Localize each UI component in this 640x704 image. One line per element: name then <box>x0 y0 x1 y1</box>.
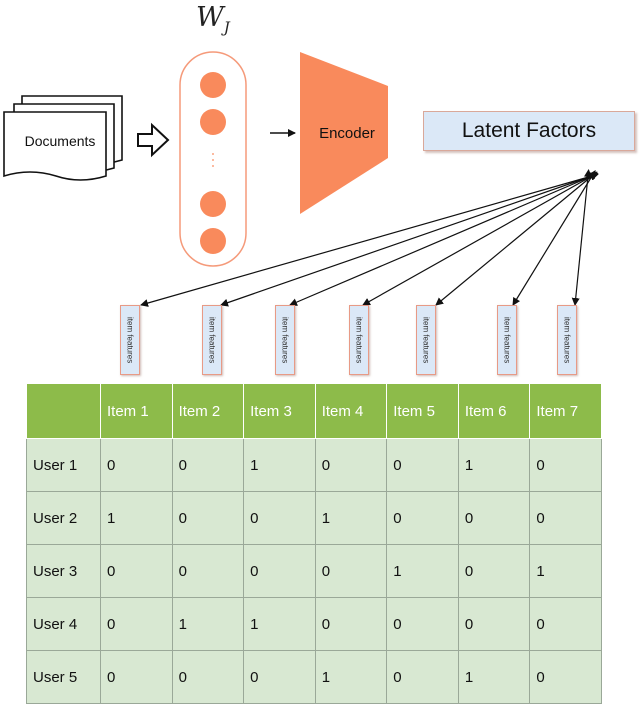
table-row: User 5 0 0 0 1 0 1 0 <box>26 650 602 704</box>
table-row: User 1 0 0 1 0 0 1 0 <box>26 438 602 492</box>
item-feature-box-3: item features <box>275 305 295 375</box>
row-header: User 3 <box>26 544 101 598</box>
matrix-cell: 1 <box>529 544 602 598</box>
corner-cell <box>26 383 101 439</box>
row-header: User 4 <box>26 597 101 651</box>
matrix-cell: 0 <box>171 438 245 492</box>
matrix-cell: 1 <box>171 597 245 651</box>
matrix-cell: 0 <box>457 491 531 545</box>
item-feature-box-2: item features <box>202 305 222 375</box>
column-header: Item 2 <box>171 383 245 439</box>
matrix-cell: 0 <box>386 491 459 545</box>
item-feature-box-1: item features <box>120 305 140 375</box>
column-header: Item 6 <box>457 383 531 439</box>
item-feature-box-4: item features <box>349 305 369 375</box>
matrix-cell: 0 <box>100 650 173 704</box>
item-feature-label: item features <box>354 316 364 364</box>
matrix-cell: 0 <box>314 597 388 651</box>
matrix-cell: 0 <box>457 597 531 651</box>
matrix-cell: 0 <box>314 544 388 598</box>
matrix-cell: 0 <box>386 597 459 651</box>
hollow-arrow-icon <box>137 122 170 158</box>
encoder-label: Encoder <box>319 125 375 142</box>
item-feature-label: item features <box>562 316 572 364</box>
ellipsis-dot-1 <box>212 153 214 155</box>
neuron-3 <box>200 191 226 217</box>
item-feature-box-5: item features <box>416 305 436 375</box>
item-feature-label: item features <box>421 316 431 364</box>
column-header: Item 4 <box>314 383 388 439</box>
matrix-cell: 0 <box>457 544 531 598</box>
matrix-cell: 0 <box>529 438 602 492</box>
user-item-matrix: Item 1 Item 2 Item 3 Item 4 Item 5 Item … <box>26 383 602 704</box>
item-feature-label: item features <box>125 316 135 364</box>
matrix-cell: 0 <box>100 597 173 651</box>
matrix-cell: 1 <box>457 438 531 492</box>
item-feature-label: item features <box>207 316 217 364</box>
matrix-cell: 0 <box>100 438 173 492</box>
matrix-cell: 0 <box>243 491 316 545</box>
ellipsis-dot-3 <box>212 165 214 167</box>
matrix-header-row: Item 1 Item 2 Item 3 Item 4 Item 5 Item … <box>26 383 602 439</box>
matrix-cell: 0 <box>529 491 602 545</box>
neuron-4 <box>200 228 226 254</box>
item-feature-box-6: item features <box>497 305 517 375</box>
matrix-cell: 1 <box>386 544 459 598</box>
matrix-cell: 0 <box>243 650 316 704</box>
matrix-cell: 0 <box>529 597 602 651</box>
matrix-cell: 1 <box>314 491 388 545</box>
matrix-cell: 0 <box>171 544 245 598</box>
matrix-cell: 0 <box>171 491 245 545</box>
documents-stack-icon <box>3 95 123 181</box>
item-feature-label: item features <box>502 316 512 364</box>
latent-to-item-arrows <box>140 169 599 307</box>
column-header: Item 1 <box>100 383 173 439</box>
matrix-cell: 1 <box>243 597 316 651</box>
table-row: User 2 1 0 0 1 0 0 0 <box>26 491 602 545</box>
matrix-cell: 0 <box>243 544 316 598</box>
matrix-cell: 0 <box>171 650 245 704</box>
neuron-1 <box>200 72 226 98</box>
column-header: Item 3 <box>243 383 316 439</box>
matrix-cell: 0 <box>314 438 388 492</box>
item-feature-box-7: item features <box>557 305 577 375</box>
column-header: Item 5 <box>386 383 459 439</box>
matrix-cell: 1 <box>314 650 388 704</box>
row-header: User 5 <box>26 650 101 704</box>
item-feature-label: item features <box>280 316 290 364</box>
matrix-cell: 1 <box>243 438 316 492</box>
table-row: User 3 0 0 0 0 1 0 1 <box>26 544 602 598</box>
matrix-cell: 1 <box>100 491 173 545</box>
weight-subscript: J <box>223 18 230 37</box>
matrix-cell: 0 <box>100 544 173 598</box>
weight-label: WJ <box>196 2 230 36</box>
ellipsis-dot-2 <box>212 159 214 161</box>
row-header: User 1 <box>26 438 101 492</box>
matrix-cell: 0 <box>386 438 459 492</box>
documents-label: Documents <box>25 133 96 149</box>
latent-factors-box: Latent Factors <box>423 111 635 151</box>
neuron-2 <box>200 109 226 135</box>
matrix-cell: 0 <box>529 650 602 704</box>
table-row: User 4 0 1 1 0 0 0 0 <box>26 597 602 651</box>
weight-symbol: W <box>196 2 224 33</box>
row-header: User 2 <box>26 491 101 545</box>
column-header: Item 7 <box>529 383 602 439</box>
matrix-cell: 0 <box>386 650 459 704</box>
